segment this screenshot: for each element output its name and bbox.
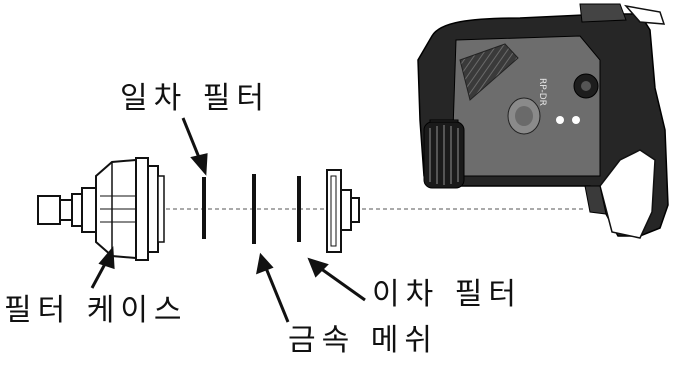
leader-primary-filter bbox=[181, 117, 208, 176]
secondary-filter-disc bbox=[297, 176, 301, 242]
leader-metal-mesh bbox=[256, 252, 290, 323]
label-filter-case: 필터 케이스 bbox=[4, 293, 188, 328]
device-model-text: RP-DR bbox=[537, 78, 547, 106]
filter-case bbox=[37, 157, 165, 261]
primary-filter-disc bbox=[202, 177, 206, 239]
label-secondary-filter: 이차 필터 bbox=[372, 277, 522, 312]
leader-filter-case bbox=[90, 246, 115, 289]
label-metal-mesh: 금속 메쉬 bbox=[288, 323, 438, 358]
metal-mesh-disc bbox=[252, 174, 256, 244]
filter-adapter bbox=[326, 169, 360, 253]
respirator-device: RP-DR bbox=[417, 3, 669, 239]
leader-secondary-filter bbox=[307, 257, 366, 302]
label-primary-filter: 일차 필터 bbox=[120, 81, 270, 116]
